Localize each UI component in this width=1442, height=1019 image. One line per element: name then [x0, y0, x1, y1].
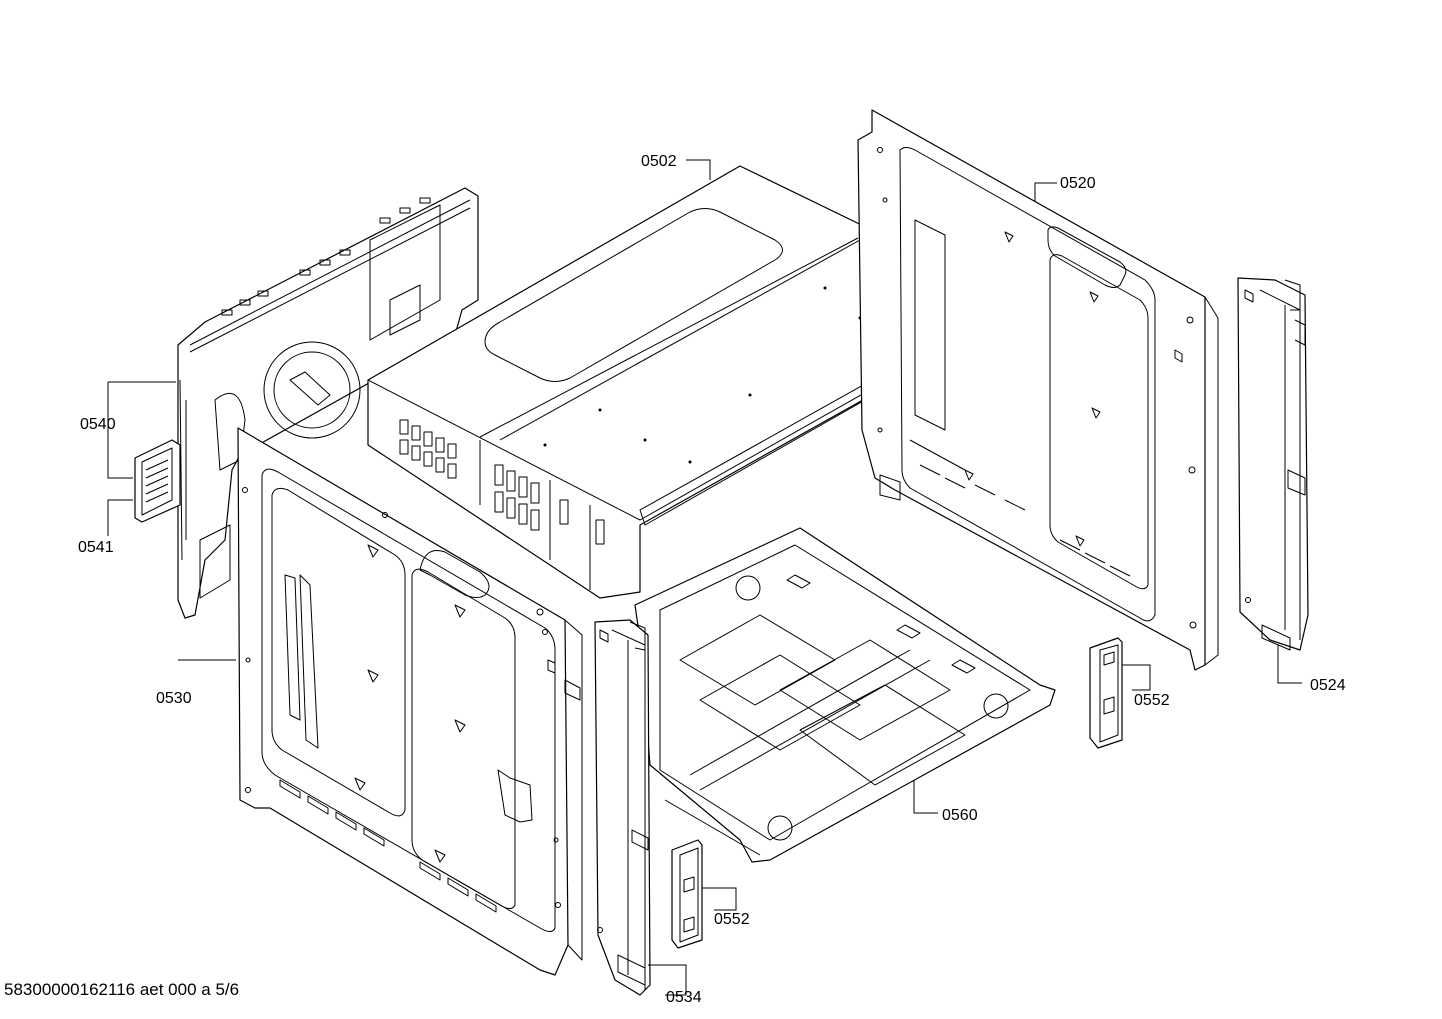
part-0560-floor-panel	[634, 527, 1056, 863]
label-0552-lower: 0552	[714, 911, 750, 928]
part-0541-bracket	[134, 439, 181, 523]
leader-lines	[107, 159, 1302, 996]
label-0560: 0560	[942, 807, 978, 824]
label-0502: 0502	[641, 153, 677, 170]
part-0530-left-side-panel	[237, 427, 583, 976]
label-0540: 0540	[80, 416, 116, 433]
part-0552-lower-clip	[671, 839, 703, 949]
part-0520-right-side-panel	[857, 109, 1219, 671]
label-0530: 0530	[156, 690, 192, 707]
document-id-footer: 58300000162116 aet 000 a 5/6	[4, 980, 240, 999]
part-0552-upper-clip	[1089, 637, 1123, 749]
part-0534-front-rail	[594, 619, 651, 996]
part-labels: 0502 0520 0524 0540 0541 0530 0552 0552 …	[78, 153, 1346, 1006]
label-0520: 0520	[1060, 175, 1096, 192]
label-0541: 0541	[78, 539, 114, 556]
label-0552-upper: 0552	[1134, 692, 1170, 709]
label-0524: 0524	[1310, 677, 1346, 694]
part-0524-rail	[1237, 277, 1309, 651]
label-0534: 0534	[666, 989, 702, 1006]
